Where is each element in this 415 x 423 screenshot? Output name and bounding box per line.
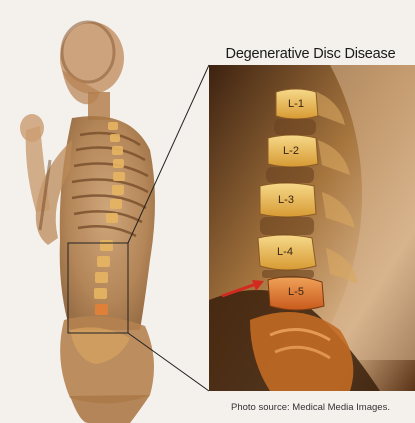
vertebra-label-l1: L-1 [276,95,316,113]
photo-credit: Photo source: Medical Media Images. [206,402,415,413]
vertebra-label-l2: L-2 [271,142,311,160]
zoom-panel [209,65,415,391]
vertebra-label-l3: L-3 [266,191,306,209]
vertebra-label-l5: L-5 [276,283,316,301]
image-title: Degenerative Disc Disease [206,46,415,62]
vertebra-label-l4: L-4 [265,243,305,261]
body-silhouette [20,22,155,423]
